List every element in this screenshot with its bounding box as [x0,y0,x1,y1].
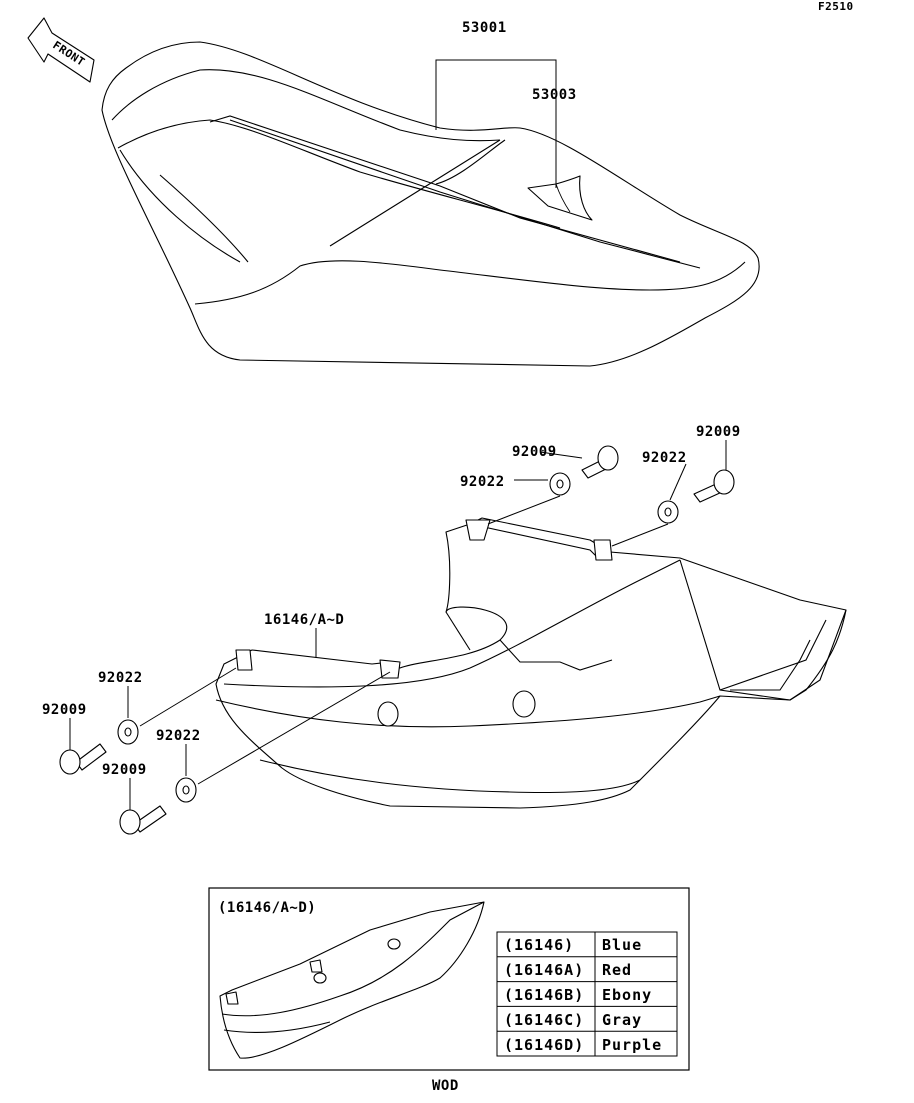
washer-icon [549,472,571,496]
footer-code: WOD [432,1078,459,1094]
table-cell-color: Gray [602,1011,642,1029]
washer-icon [175,777,197,803]
bolt-icon [693,469,735,503]
washer-icon [657,500,679,524]
table-cell-color: Red [602,961,632,979]
label-washer-top-2: 92022 [642,450,687,466]
label-bolt-left-2: 92009 [102,762,147,778]
bolt-icon [581,445,619,479]
table-cell-part: (16146B) [504,986,584,1004]
seat-illustration [101,41,760,367]
cover-thumbnail-illustration [219,901,485,1059]
front-arrow-icon: FRONT [27,17,95,83]
bolt-icon [59,743,107,775]
table-cell-part: (16146A) [504,961,584,979]
color-table: (16146) Blue (16146A) Red (16146B) Ebony… [496,931,678,1057]
label-washer-left-2: 92022 [156,728,201,744]
table-cell-part: (16146C) [504,1011,584,1029]
figure-code: F2510 [818,0,854,13]
label-cover: 16146/A~D [264,612,344,628]
washer-icon [117,719,139,745]
inset-title: (16146/A~D) [218,900,316,916]
label-53001: 53001 [462,20,507,36]
bolt-icon [119,805,167,835]
label-bolt-left-1: 92009 [42,702,87,718]
seat-leader [435,59,557,188]
label-bolt-top-1: 92009 [512,444,557,460]
label-washer-left-1: 92022 [98,670,143,686]
label-53003: 53003 [532,87,577,103]
table-cell-part: (16146D) [504,1036,584,1054]
table-cell-part: (16146) [504,936,574,954]
seat-cover-illustration [215,517,847,809]
label-washer-top-1: 92022 [460,474,505,490]
table-cell-color: Purple [602,1036,662,1054]
table-cell-color: Ebony [602,986,652,1004]
label-bolt-top-2: 92009 [696,424,741,440]
table-cell-color: Blue [602,936,642,954]
